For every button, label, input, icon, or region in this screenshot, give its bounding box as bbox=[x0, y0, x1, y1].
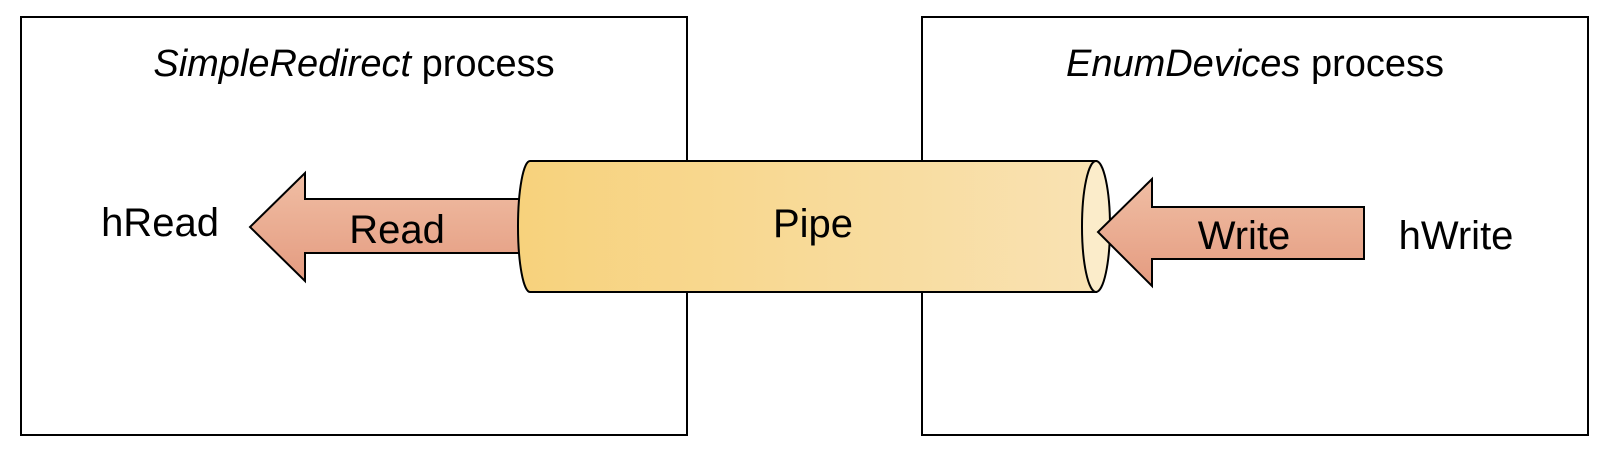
right-process-name: EnumDevices bbox=[1066, 43, 1300, 85]
left-process-title: SimpleRedirect process bbox=[153, 43, 554, 85]
left-process-name: SimpleRedirect bbox=[153, 43, 412, 85]
pipe-label: Pipe bbox=[773, 202, 853, 246]
write-handle-label: hWrite bbox=[1399, 214, 1514, 258]
read-arrow-label: Read bbox=[349, 208, 445, 252]
right-process-suffix: process bbox=[1300, 43, 1444, 85]
read-arrow: Read bbox=[248, 170, 521, 284]
write-arrow: Write bbox=[1096, 176, 1365, 289]
right-process-title: EnumDevices process bbox=[1066, 43, 1444, 85]
left-process-suffix: process bbox=[411, 43, 555, 85]
read-arrow-shape bbox=[248, 170, 521, 284]
write-arrow-label: Write bbox=[1198, 214, 1291, 258]
read-handle-label: hRead bbox=[101, 201, 219, 245]
pipe-body bbox=[517, 160, 1097, 293]
write-arrow-shape bbox=[1096, 176, 1365, 289]
pipe-cylinder: Pipe bbox=[517, 160, 1111, 293]
